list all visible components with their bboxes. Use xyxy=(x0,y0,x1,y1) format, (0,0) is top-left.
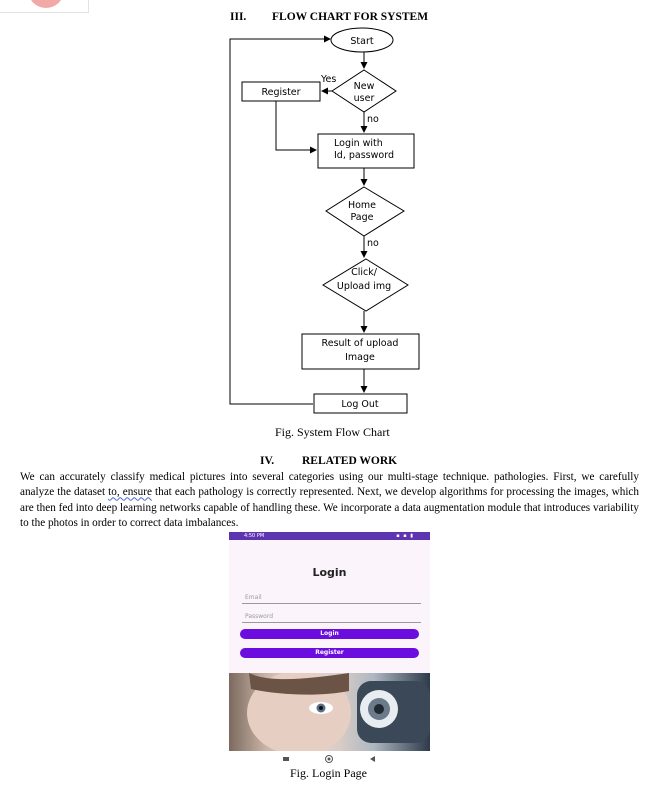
back-icon xyxy=(370,756,375,762)
new-user-label-line1: New xyxy=(354,81,375,92)
upload-label-line1: Click/ xyxy=(351,267,378,278)
section-title: FLOW CHART FOR SYSTEM xyxy=(272,11,429,23)
logout-process xyxy=(313,393,408,414)
eye-exam-photo xyxy=(229,673,430,751)
recent-apps-icon xyxy=(283,757,289,761)
upload-label-line2: Upload img xyxy=(337,281,391,292)
flowchart-caption: Fig. System Flow Chart xyxy=(275,425,390,439)
register-label: Register xyxy=(261,87,300,98)
login-label-line2: Id, password xyxy=(334,150,394,161)
no-label-1: no xyxy=(367,114,379,125)
register-process xyxy=(241,81,321,102)
paragraph-text: We can accurately classify medical pictu… xyxy=(20,471,639,499)
start-label: Start xyxy=(350,36,373,47)
result-label-line1: Result of upload xyxy=(322,338,399,349)
logout-label: Log Out xyxy=(341,399,378,410)
section-number: III. xyxy=(230,11,247,23)
section-number: IV. xyxy=(260,455,275,467)
home-label-line1: Home xyxy=(348,200,376,211)
system-flow-chart: Start New user Yes Register no Login wit… xyxy=(229,27,420,414)
new-user-label-line2: user xyxy=(354,93,375,104)
login-process xyxy=(317,133,415,169)
password-field[interactable] xyxy=(242,610,421,623)
home-icon xyxy=(325,755,333,763)
status-time: 4:50 PM xyxy=(244,533,265,539)
result-label-line2: Image xyxy=(345,352,375,363)
start-terminal xyxy=(330,27,394,53)
register-button[interactable]: Register xyxy=(240,648,419,658)
related-work-paragraph: We can accurately classify medical pictu… xyxy=(20,470,639,532)
paragraph-text: that each pathology is correctly represe… xyxy=(20,486,639,530)
journal-logo-fragment xyxy=(0,0,89,13)
result-process xyxy=(301,333,420,370)
status-icons: ▪ ▪ ▮ xyxy=(396,533,414,539)
home-page-decision xyxy=(325,186,405,237)
section-heading-related-work: IV. RELATED WORK xyxy=(260,455,397,467)
status-bar: 4:50 PM ▪ ▪ ▮ xyxy=(229,532,430,540)
section-title: RELATED WORK xyxy=(302,455,398,467)
email-field[interactable] xyxy=(242,591,421,604)
login-page-screenshot: 4:50 PM ▪ ▪ ▮ Login Login Register xyxy=(229,532,430,765)
login-title: Login xyxy=(312,566,347,579)
login-page-caption: Fig. Login Page xyxy=(290,766,367,780)
no-label-2: no xyxy=(367,238,379,249)
upload-decision xyxy=(322,258,409,312)
section-heading-flowchart: III. FLOW CHART FOR SYSTEM xyxy=(230,11,428,23)
new-user-decision xyxy=(331,69,397,113)
login-button[interactable]: Login xyxy=(240,629,419,639)
spellcheck-marked-text: to, ensure xyxy=(108,486,152,499)
yes-label: Yes xyxy=(320,74,336,85)
login-label-line1: Login with xyxy=(334,138,383,149)
android-nav-bar xyxy=(229,751,430,765)
home-label-line2: Page xyxy=(351,212,374,223)
